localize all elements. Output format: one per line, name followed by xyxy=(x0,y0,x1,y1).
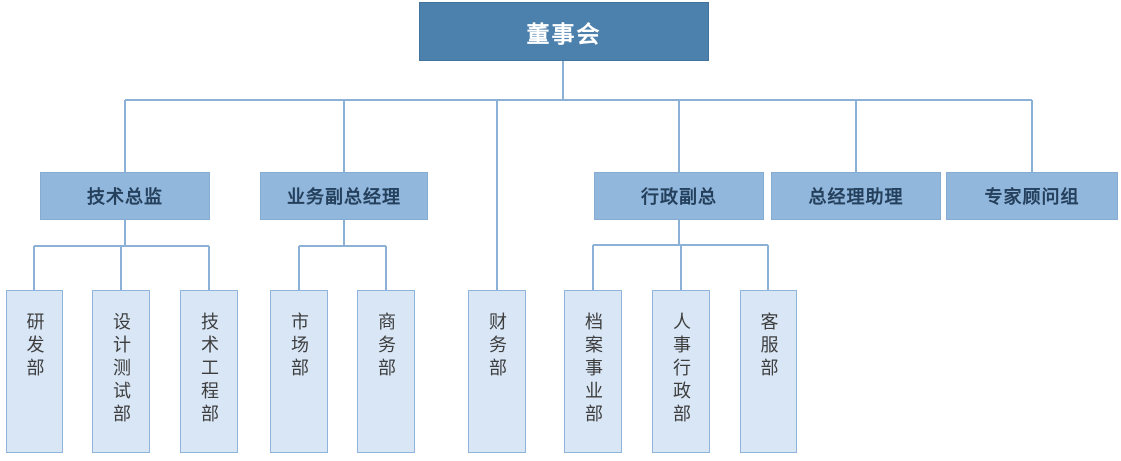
org-node-tech-engineering-dept[interactable]: 技术工程部 xyxy=(180,290,238,453)
org-node-admin-deputy-gm-label: 行政副总 xyxy=(641,187,717,207)
org-node-hr-admin-dept-label: 人事行政部 xyxy=(671,312,691,427)
org-node-board[interactable]: 董事会 xyxy=(419,2,709,61)
org-node-admin-deputy-gm[interactable]: 行政副总 xyxy=(594,172,764,220)
org-node-customer-service-dept[interactable]: 客服部 xyxy=(740,290,797,453)
org-node-expert-advisory-group[interactable]: 专家顾问组 xyxy=(946,172,1118,220)
org-node-commerce-dept[interactable]: 商务部 xyxy=(357,290,415,453)
org-node-design-testing-dept[interactable]: 设计测试部 xyxy=(92,290,150,453)
org-node-design-testing-dept-label: 设计测试部 xyxy=(111,312,131,427)
org-node-marketing-dept-label: 市场部 xyxy=(289,312,309,381)
org-node-customer-service-dept-label: 客服部 xyxy=(758,312,779,381)
org-node-gm-assistant[interactable]: 总经理助理 xyxy=(771,172,941,220)
org-node-archives-dept-label: 档案事业部 xyxy=(583,312,603,427)
org-node-gm-assistant-label: 总经理助理 xyxy=(808,187,904,207)
org-node-archives-dept[interactable]: 档案事业部 xyxy=(564,290,622,453)
org-node-marketing-dept[interactable]: 市场部 xyxy=(270,290,328,453)
org-node-rnd-dept[interactable]: 研发部 xyxy=(6,290,63,453)
org-node-finance-dept[interactable]: 财务部 xyxy=(468,290,526,453)
org-node-rnd-dept-label: 研发部 xyxy=(24,312,45,381)
org-node-commerce-dept-label: 商务部 xyxy=(376,312,396,381)
org-node-hr-admin-dept[interactable]: 人事行政部 xyxy=(652,290,710,453)
org-node-business-deputy-gm[interactable]: 业务副总经理 xyxy=(260,172,428,220)
org-node-finance-dept-label: 财务部 xyxy=(487,312,507,381)
org-node-business-deputy-gm-label: 业务副总经理 xyxy=(287,187,401,207)
org-node-tech-director[interactable]: 技术总监 xyxy=(40,172,210,220)
org-node-tech-engineering-dept-label: 技术工程部 xyxy=(199,312,219,427)
org-node-expert-advisory-group-label: 专家顾问组 xyxy=(984,187,1080,207)
org-node-tech-director-label: 技术总监 xyxy=(87,187,163,207)
org-node-board-label: 董事会 xyxy=(526,20,602,47)
